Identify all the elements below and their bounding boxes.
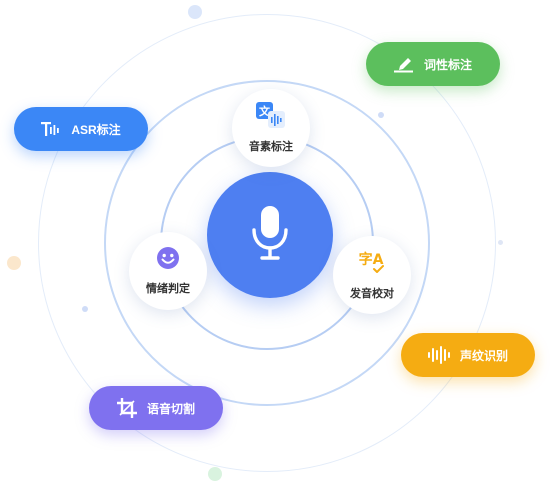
translate-icon: 文 bbox=[256, 102, 286, 133]
pill-pos-tagging[interactable]: 词性标注 bbox=[366, 42, 500, 86]
character-check-icon: 字A bbox=[357, 249, 387, 280]
decor-dot bbox=[498, 240, 503, 245]
decor-dot bbox=[7, 256, 21, 270]
microphone-icon bbox=[250, 204, 290, 267]
node-phoneme-annotation[interactable]: 文 音素标注 bbox=[232, 89, 310, 167]
decor-dot bbox=[208, 467, 222, 481]
pill-speech-segmentation[interactable]: 语音切割 bbox=[89, 386, 223, 430]
character-check-icon-glyph: 字A bbox=[359, 251, 384, 268]
node-emotion-judgment[interactable]: 情绪判定 bbox=[129, 232, 207, 310]
node-phoneme-label: 音素标注 bbox=[249, 141, 293, 153]
decor-dot bbox=[188, 5, 202, 19]
pill-voiceprint-label: 声纹识别 bbox=[459, 348, 508, 363]
decor-dot bbox=[378, 112, 384, 118]
soundwave-icon bbox=[427, 346, 450, 364]
node-pronunciation-label: 发音校对 bbox=[350, 288, 394, 300]
pen-icon bbox=[393, 55, 414, 73]
middle-orbit-ring bbox=[104, 80, 430, 406]
pill-pos-label: 词性标注 bbox=[423, 57, 472, 72]
pill-asr-annotation[interactable]: ASR标注 bbox=[14, 107, 148, 151]
node-pronunciation-check[interactable]: 字A 发音校对 bbox=[333, 236, 411, 314]
outer-orbit-ring bbox=[38, 14, 496, 472]
pill-voiceprint-recognition[interactable]: 声纹识别 bbox=[401, 333, 535, 377]
decor-dot bbox=[82, 306, 88, 312]
pill-asr-label: ASR标注 bbox=[71, 122, 121, 137]
pill-segmentation-label: 语音切割 bbox=[146, 401, 195, 416]
crop-icon bbox=[116, 398, 137, 418]
node-emotion-label: 情绪判定 bbox=[146, 283, 190, 295]
smiley-icon bbox=[156, 246, 180, 275]
center-microphone-circle bbox=[207, 172, 333, 298]
text-wave-icon bbox=[41, 121, 61, 137]
